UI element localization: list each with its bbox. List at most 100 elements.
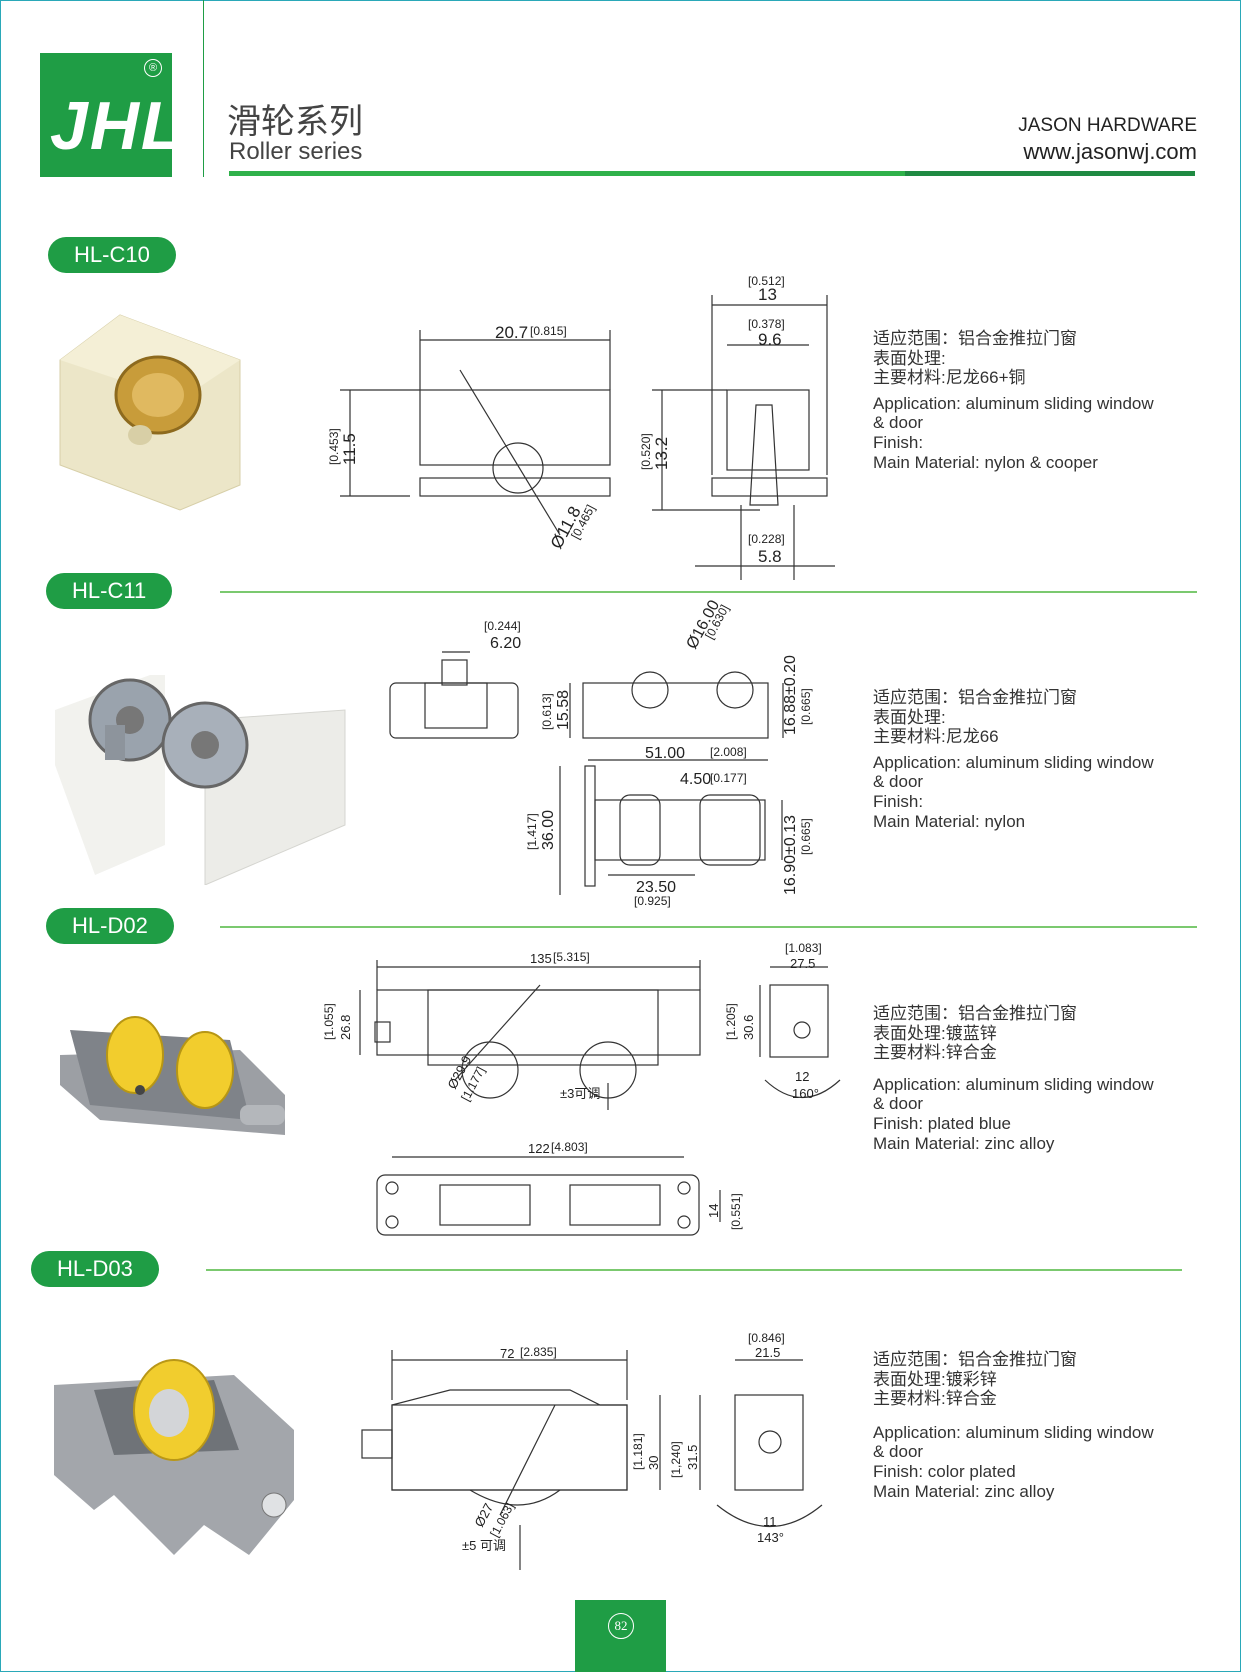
spec-line: & door (873, 1094, 924, 1114)
c11-c: 16.88±0.20 (782, 655, 799, 735)
d02-height2: 30.6 (741, 1015, 756, 1040)
d03-height2: 31.5 (685, 1445, 700, 1470)
c11-a: 6.20 (490, 635, 521, 652)
c11-g: 16.90±0.13 (782, 815, 799, 895)
spec-line: Main Material: zinc alloy (873, 1133, 1055, 1153)
d03-width2-in: [0.846] (748, 1331, 785, 1345)
c10-width: 20.7 (495, 323, 528, 342)
c11-d-in: [2.008] (710, 745, 747, 759)
spec-line: Application: aluminum sliding window (873, 752, 1154, 772)
d02-width3: 122 (528, 1141, 550, 1156)
product-code-d03: HL-D03 (31, 1251, 159, 1287)
c10-width2-in: [0.512] (748, 274, 785, 288)
d03-width: 72 (500, 1346, 514, 1361)
c11-g-in: [0.665] (799, 818, 813, 855)
page-number-tab: 82 (575, 1600, 666, 1672)
d02-width-in: [5.315] (553, 950, 590, 964)
c11-h-in: [0.925] (634, 894, 671, 908)
brand-block: JASON HARDWARE www.jasonwj.com (1018, 115, 1197, 165)
jhl-logo: JHL ® (40, 53, 182, 177)
spec-line: Finish: plated blue (873, 1113, 1011, 1133)
page-title-cn: 滑轮系列 (227, 103, 363, 141)
spec-line: 适应范围：铝合金推拉门窗 (873, 688, 1077, 707)
c11-d: 51.00 (645, 745, 685, 762)
spec-line: 适应范围：铝合金推拉门窗 (873, 1350, 1077, 1369)
d02-height-in: [1.055] (322, 1003, 336, 1040)
c10-width-in: [0.815] (530, 324, 567, 338)
c11-b: 15.58 (555, 690, 572, 730)
product-code-d02: HL-D02 (46, 908, 174, 944)
c11-f: 36.00 (540, 810, 557, 850)
spec-line: 表面处理:镀彩锌 (873, 1369, 997, 1389)
header-bar (229, 171, 1195, 176)
d02-height2-in: [1.205] (724, 1003, 738, 1040)
spec-line: Finish: (873, 432, 924, 452)
product-code-c11: HL-C11 (46, 573, 173, 609)
spec-line: Application: aluminum sliding window (873, 393, 1154, 413)
spec-line: Main Material: zinc alloy (873, 1481, 1055, 1501)
c11-e: 4.50 (680, 771, 711, 788)
c10-base-in: [0.228] (748, 532, 785, 546)
c11-e-in: [0.177] (710, 771, 747, 785)
spec-line: 表面处理: (873, 707, 946, 727)
spec-d02: 适应范围：铝合金推拉门窗 表面处理:镀蓝锌 主要材料:锌合金 Applicati… (873, 1004, 1154, 1153)
c10-height: 11.5 (340, 433, 359, 465)
spec-line: 主要材料:锌合金 (873, 1043, 997, 1063)
product-photo-d02 (60, 1016, 285, 1135)
brand-name: JASON HARDWARE (1018, 115, 1197, 136)
d03-width-in: [2.835] (520, 1345, 557, 1359)
spec-line: 主要材料:尼龙66+铜 (873, 368, 1026, 388)
spec-line: & door (873, 413, 924, 433)
page-title-en: Roller series (229, 138, 363, 165)
d02-width2: 27.5 (790, 956, 815, 971)
spec-line: 表面处理: (873, 348, 946, 368)
spec-line: Application: aluminum sliding window (873, 1074, 1154, 1094)
spec-line: Application: aluminum sliding window (873, 1422, 1154, 1442)
d02-width2-in: [1.083] (785, 941, 822, 955)
d02-height: 26.8 (338, 1015, 353, 1040)
c11-c-in: [0.665] (799, 688, 813, 725)
spec-line: & door (873, 772, 924, 792)
spec-line: 适应范围：铝合金推拉门窗 (873, 1004, 1077, 1023)
section-rule (206, 1269, 1182, 1271)
d03-height-in: [1.181] (631, 1433, 645, 1470)
spec-line: Main Material: nylon (873, 811, 1026, 831)
d02-base: 12 (795, 1069, 809, 1084)
c11-b-in: [0.613] (540, 693, 554, 730)
section-rule (220, 591, 1197, 593)
c11-f-in: [1.417] (525, 813, 539, 850)
spec-line: Main Material: nylon & cooper (873, 452, 1098, 472)
registered-mark: ® (144, 59, 162, 77)
product-photo-c11 (55, 675, 346, 885)
product-photo-c10 (59, 314, 241, 511)
c10-height-in: [0.453] (327, 428, 341, 465)
d03-height2-in: [1,240] (669, 1441, 683, 1478)
c10-width3: 9.6 (758, 330, 782, 349)
spec-c10: 适应范围：铝合金推拉门窗 表面处理: 主要材料:尼龙66+铜 Applicati… (873, 329, 1154, 472)
c11-h: 23.50 (636, 879, 676, 896)
c11-a-in: [0.244] (484, 619, 521, 633)
spec-line: 主要材料:锌合金 (873, 1389, 997, 1409)
spec-c11: 适应范围：铝合金推拉门窗 表面处理: 主要材料:尼龙66 Application… (873, 688, 1154, 831)
section-rule (220, 926, 1197, 928)
c10-width3-in: [0.378] (748, 317, 785, 331)
d02-height3: 14 (706, 1204, 721, 1218)
c10-width2: 13 (758, 285, 777, 304)
d02-width: 135 (530, 951, 552, 966)
d02-height3-in: [0.551] (729, 1193, 743, 1230)
brand-url[interactable]: www.jasonwj.com (1023, 139, 1197, 164)
header-divider (203, 0, 204, 177)
spec-line: Finish: color plated (873, 1461, 1016, 1481)
spec-line: 表面处理:镀蓝锌 (873, 1023, 997, 1043)
d03-adjust: ±5 可调 (462, 1538, 506, 1553)
spec-line: 主要材料:尼龙66 (873, 727, 999, 747)
product-code-c10: HL-C10 (48, 237, 176, 273)
d03-height: 30 (646, 1456, 661, 1470)
page-number: 82 (608, 1613, 634, 1639)
c10-base: 5.8 (758, 547, 782, 566)
c10-front-body (419, 389, 611, 466)
c10-height2: 13.2 (652, 437, 671, 470)
spec-d03: 适应范围：铝合金推拉门窗 表面处理:镀彩锌 主要材料:锌合金 Applicati… (873, 1350, 1154, 1501)
d02-width3-in: [4.803] (551, 1140, 588, 1154)
